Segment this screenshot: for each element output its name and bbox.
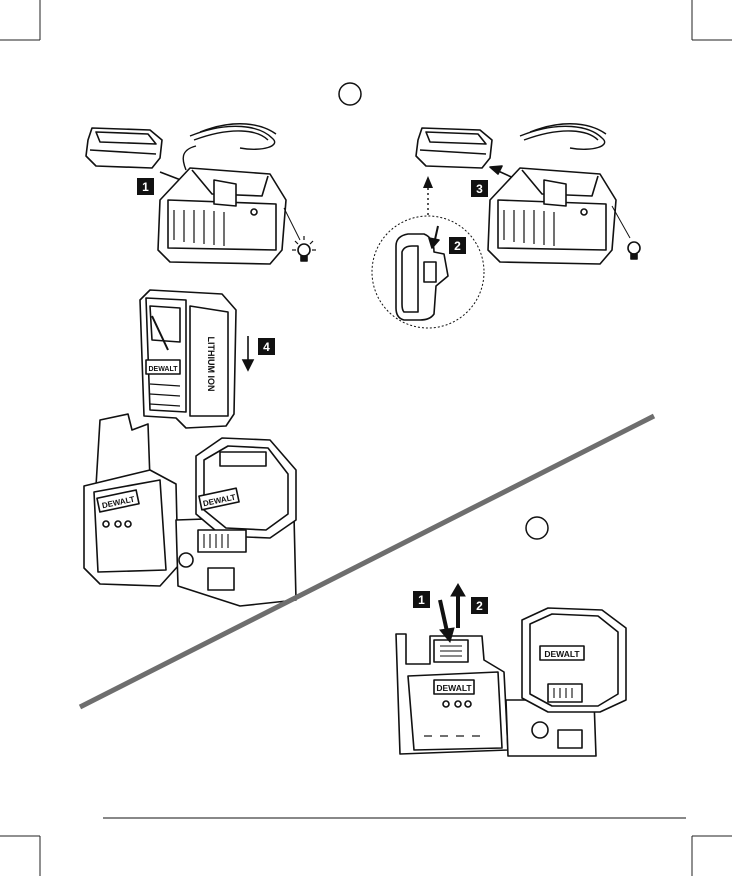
- latch-detail: [372, 216, 484, 328]
- charger-left: [86, 124, 316, 264]
- laser-tool-icon: DEWALT DEWALT: [84, 414, 296, 606]
- step-1-badge: 1: [137, 178, 154, 195]
- svg-text:3: 3: [476, 182, 483, 196]
- battery-brand: DEWALT: [148, 366, 178, 373]
- svg-text:1: 1: [142, 180, 149, 194]
- arrow-icon: [440, 584, 465, 642]
- step-3-badge: 3: [471, 180, 488, 197]
- step-4-badge: 4: [258, 338, 275, 355]
- step-b1-badge: 1: [413, 591, 430, 608]
- laser-brand-b2: DEWALT: [544, 649, 580, 659]
- svg-text:4: 4: [263, 340, 270, 354]
- charger-icon: [158, 168, 286, 264]
- battery-insert: LITHIUM ION DEWALT: [140, 290, 236, 428]
- laser-brand-b: DEWALT: [436, 683, 472, 693]
- svg-text:2: 2: [454, 239, 461, 253]
- figure-a-marker: [339, 83, 361, 105]
- battery-icon: [416, 128, 492, 168]
- step-4-arrow: [243, 336, 253, 370]
- charger-right: [372, 124, 640, 328]
- step-b2-badge: 2: [471, 597, 488, 614]
- led-lit-icon: [284, 208, 316, 261]
- svg-text:2: 2: [476, 599, 483, 613]
- svg-text:1: 1: [418, 593, 425, 607]
- laser-tool-icon: DEWALT DEWALT: [396, 608, 626, 756]
- battery-icon: [86, 128, 162, 168]
- step-2-badge: 2: [449, 237, 466, 254]
- led-unlit-icon: [612, 206, 640, 259]
- power-cord-icon: [520, 124, 606, 150]
- battery-label: LITHIUM ION: [206, 337, 216, 392]
- figure-b-marker: [526, 517, 548, 539]
- power-cord-icon: [183, 124, 276, 170]
- charger-icon: [488, 168, 616, 264]
